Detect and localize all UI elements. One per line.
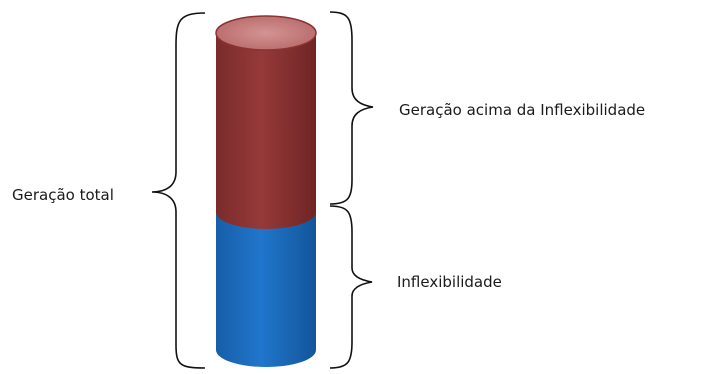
brace-total [151,12,206,369]
cylinder-top-cap [215,15,317,51]
label-inflexibility: Inflexibilidade [397,273,502,291]
label-total: Geração total [12,186,114,204]
label-above-inflexibility: Geração acima da Inflexibilidade [399,101,646,119]
brace-inflexibility [329,205,373,369]
cylinder-bottom-segment [216,203,316,367]
cylinder-top-segment [216,33,316,229]
brace-above [329,11,374,205]
